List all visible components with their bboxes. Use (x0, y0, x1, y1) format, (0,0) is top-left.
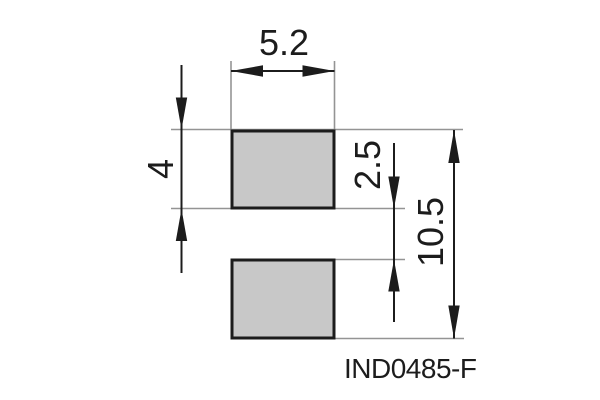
arrowhead-down (388, 176, 400, 209)
arrowhead-up (388, 259, 400, 292)
arrowhead-down (175, 97, 188, 130)
bottom-pad (230, 258, 336, 340)
label-pad-gap: 2.5 (347, 139, 388, 191)
dimension-pad-height (175, 65, 188, 273)
arrowhead-up (448, 130, 460, 163)
dimension-total-height (448, 130, 460, 339)
arrowhead-down (448, 305, 460, 339)
arrowhead-left (231, 65, 263, 77)
arrowhead-right (302, 65, 335, 77)
part-number-label: IND0485-F (344, 353, 477, 384)
dimension-pad-gap (388, 143, 400, 322)
top-pad (230, 129, 336, 210)
arrowhead-up (175, 209, 188, 241)
label-total-height: 10.5 (410, 196, 451, 268)
dimension-pad-width (231, 65, 335, 77)
label-pad-height: 4 (140, 158, 181, 180)
label-pad-width: 5.2 (258, 22, 310, 63)
